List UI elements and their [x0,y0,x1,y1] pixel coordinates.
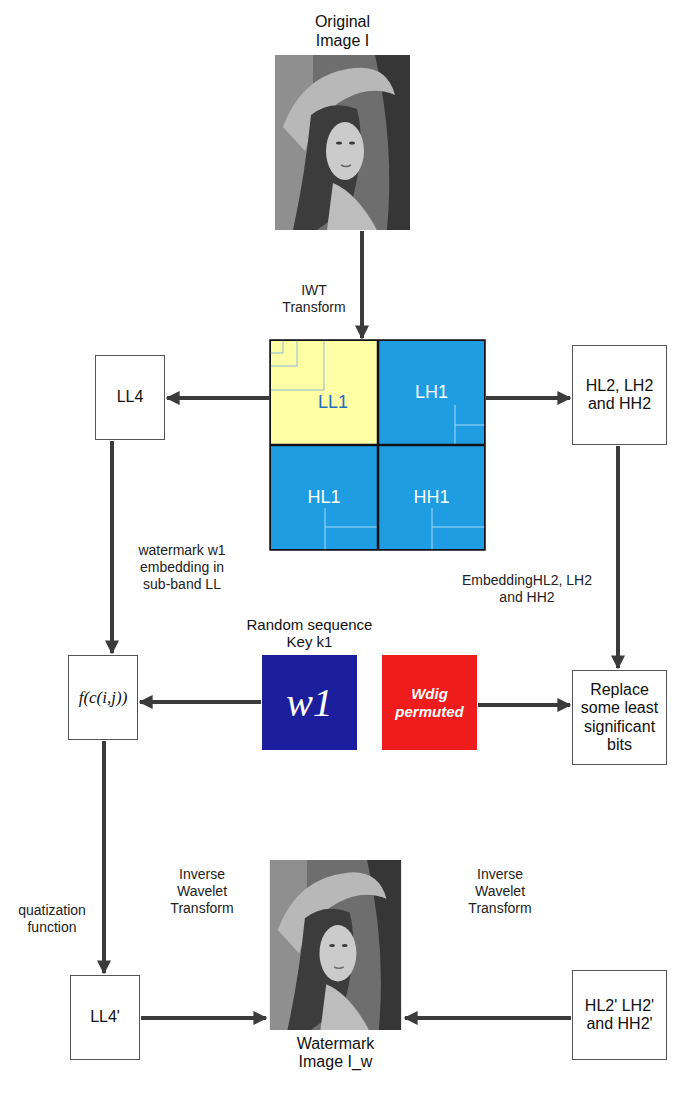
edge-label: Inverse Wavelet Transform [458,866,542,916]
node-heading: Random sequence Key k1 [235,616,385,651]
watermark-square: Random sequence Key k1w1 [262,655,357,750]
image-frame: Original Image I [275,55,410,230]
node-text: f(c(i,j)) [79,688,128,708]
subband-quadrant: HH1 [378,445,485,550]
node-text: HH1 [411,487,451,508]
subband-quadrant: LH1 [378,340,485,445]
connector-group [104,231,618,1018]
node-text: LL4 [117,388,144,406]
process-box: HL2, LH2 and HH2 [572,345,667,445]
edge-label: IWT Transform [274,282,354,316]
process-box: LL4 [95,355,165,440]
node-text: LL1 [316,392,350,413]
node-text: Wdig permuted [386,685,473,720]
watermark-square: Wdig permuted [382,655,477,750]
flow-arrow [167,396,269,400]
detail-subdivision [325,405,485,550]
process-box: HL2' LH2' and HH2' [572,970,667,1060]
node-text: w1 [286,680,333,726]
node-text: HL2, LH2 and HH2 [577,377,662,414]
original-picture [275,55,410,230]
flow-arrow [110,441,114,653]
node-heading: Original Image I [304,13,382,50]
node-text: LH1 [413,382,450,403]
flow-arrow [405,1016,571,1020]
flow-arrow [478,703,570,707]
flow-arrow [102,741,106,973]
edge-label: watermark w1 embedding in sub-band LL [132,542,232,592]
flow-arrow [141,1016,266,1020]
image-frame: Watermark Image I_w [268,860,403,1030]
process-box: Replace some least significant bits [572,670,667,765]
node-text: HL2' LH2' and HH2' [577,997,662,1034]
flow-arrow [140,700,261,704]
watermarked-picture [270,860,401,1030]
subband-quadrant: LL1 [270,340,378,445]
ll-subdivision [270,340,324,390]
node-heading: Watermark Image I_w [286,1035,386,1072]
node-text: Replace some least significant bits [577,681,662,755]
edge-label: EmbeddingHL2, LH2 and HH2 [462,572,592,606]
process-box: LL4' [70,975,140,1060]
flow-arrow [486,396,570,400]
flow-arrow [360,231,364,338]
edge-label: quatization function [8,902,96,936]
edge-label: Inverse Wavelet Transform [160,866,244,916]
node-text: LL4' [90,1008,120,1026]
flow-arrow [616,446,620,668]
subband-frame [270,340,485,550]
node-text: HL1 [305,487,342,508]
function-box: f(c(i,j)) [68,655,138,740]
subband-quadrant: HL1 [270,445,378,550]
